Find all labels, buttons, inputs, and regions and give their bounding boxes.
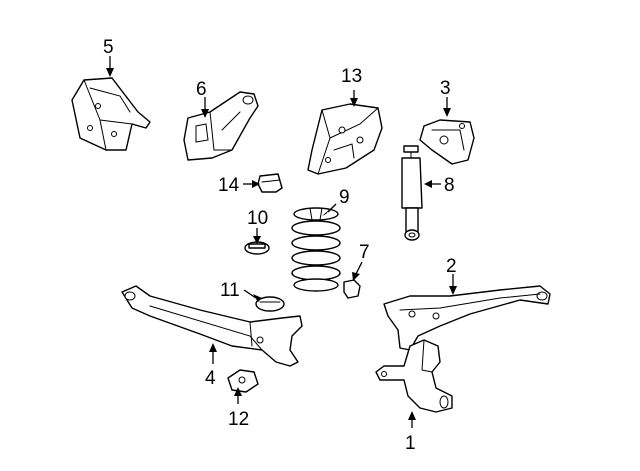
part-axle-beam-left[interactable] <box>121 285 303 367</box>
arrow-5 <box>106 68 114 77</box>
part-shock-absorber[interactable] <box>401 145 423 241</box>
callout-5: 5 <box>103 37 114 58</box>
part-upper-spring-seat[interactable] <box>419 119 475 165</box>
part-bump-stop[interactable] <box>343 279 361 299</box>
part-spring-insulator-lower[interactable] <box>255 296 285 312</box>
arrow-7 <box>352 272 360 281</box>
part-spring-seat-retainer[interactable] <box>227 369 259 393</box>
arrow-2 <box>449 286 457 295</box>
part-spring-tower-bracket[interactable] <box>307 103 383 175</box>
callout-2: 2 <box>446 256 457 277</box>
part-coil-spring[interactable] <box>291 207 341 292</box>
callout-6: 6 <box>196 79 207 100</box>
arrow-4 <box>209 343 217 352</box>
part-axle-pivot-bracket-right[interactable] <box>183 91 259 161</box>
callout-3: 3 <box>440 78 451 99</box>
arrow-13 <box>350 98 358 107</box>
arrow-12 <box>234 387 242 396</box>
part-axle-pivot-bracket-left[interactable] <box>71 77 151 151</box>
callout-7: 7 <box>359 242 370 263</box>
arrow-3 <box>443 108 451 117</box>
arrow-11 <box>253 294 262 302</box>
callout-4: 4 <box>205 368 216 389</box>
arrow-10 <box>253 236 261 244</box>
part-rebound-bumper[interactable] <box>257 173 283 193</box>
callout-10: 10 <box>247 208 268 229</box>
callout-1: 1 <box>405 433 416 454</box>
arrow-1 <box>408 411 416 420</box>
callout-13: 13 <box>341 66 362 87</box>
part-axle-beam-right[interactable] <box>383 285 551 351</box>
callout-9: 9 <box>339 187 350 208</box>
arrow-8 <box>424 180 432 188</box>
callout-14: 14 <box>218 175 240 196</box>
arrow-9 <box>322 208 331 216</box>
callout-12: 12 <box>228 409 249 430</box>
arrow-14 <box>252 180 260 188</box>
callout-11: 11 <box>220 280 240 301</box>
part-spindle[interactable] <box>375 339 453 413</box>
arrow-6 <box>201 109 209 118</box>
callout-8: 8 <box>444 175 455 196</box>
